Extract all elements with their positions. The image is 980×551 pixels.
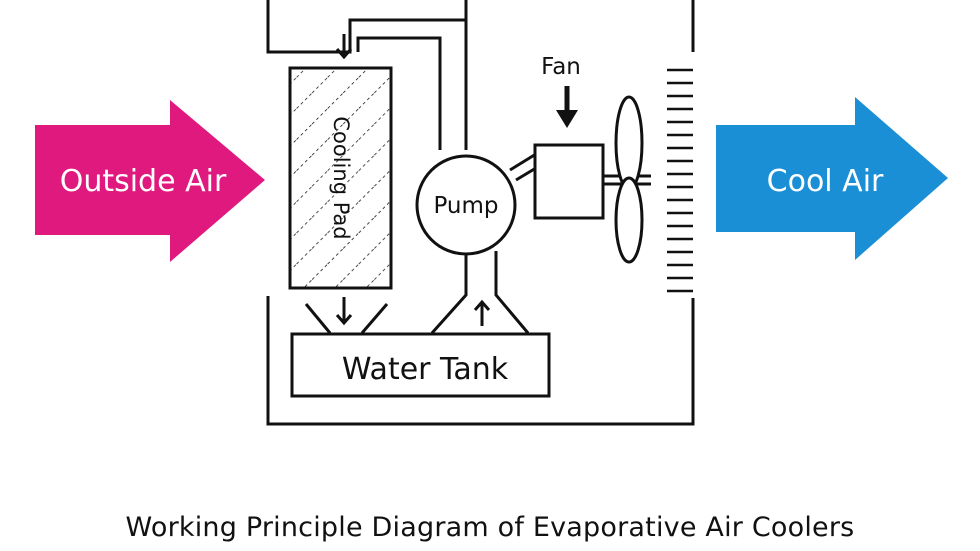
drip-arrow-bottom-icon	[335, 297, 353, 326]
outside-air-label: Outside Air	[60, 164, 227, 199]
tank-funnel	[304, 303, 389, 334]
diagram-caption: Working Principle Diagram of Evaporative…	[125, 512, 855, 543]
fan-blade-icon	[614, 95, 644, 264]
outside-air-arrow: Outside Air	[35, 100, 265, 262]
water-tank: Water Tank	[290, 332, 551, 398]
drip-arrow-top-icon	[335, 34, 353, 60]
pump: Pump	[415, 154, 517, 256]
water-pipe	[356, 20, 468, 150]
fan-label: Fan	[541, 54, 581, 80]
water-tank-label: Water Tank	[342, 352, 509, 387]
cool-air-label: Cool Air	[767, 164, 884, 199]
fan-motor	[533, 143, 651, 220]
pump-label: Pump	[433, 193, 498, 219]
motor-linkage	[509, 152, 537, 182]
grille-icon	[667, 68, 693, 293]
cool-air-arrow: Cool Air	[716, 97, 948, 260]
cooling-pad: Cooling Pad	[288, 66, 393, 290]
cooling-pad-label: Cooling Pad	[329, 116, 353, 239]
cooler-housing	[266, 0, 695, 426]
pump-suction-pipe	[430, 251, 530, 335]
fan-down-arrow-icon	[556, 86, 578, 128]
evaporative-cooler-diagram: Outside Air Cool Air Cooling Pad	[35, 0, 948, 426]
